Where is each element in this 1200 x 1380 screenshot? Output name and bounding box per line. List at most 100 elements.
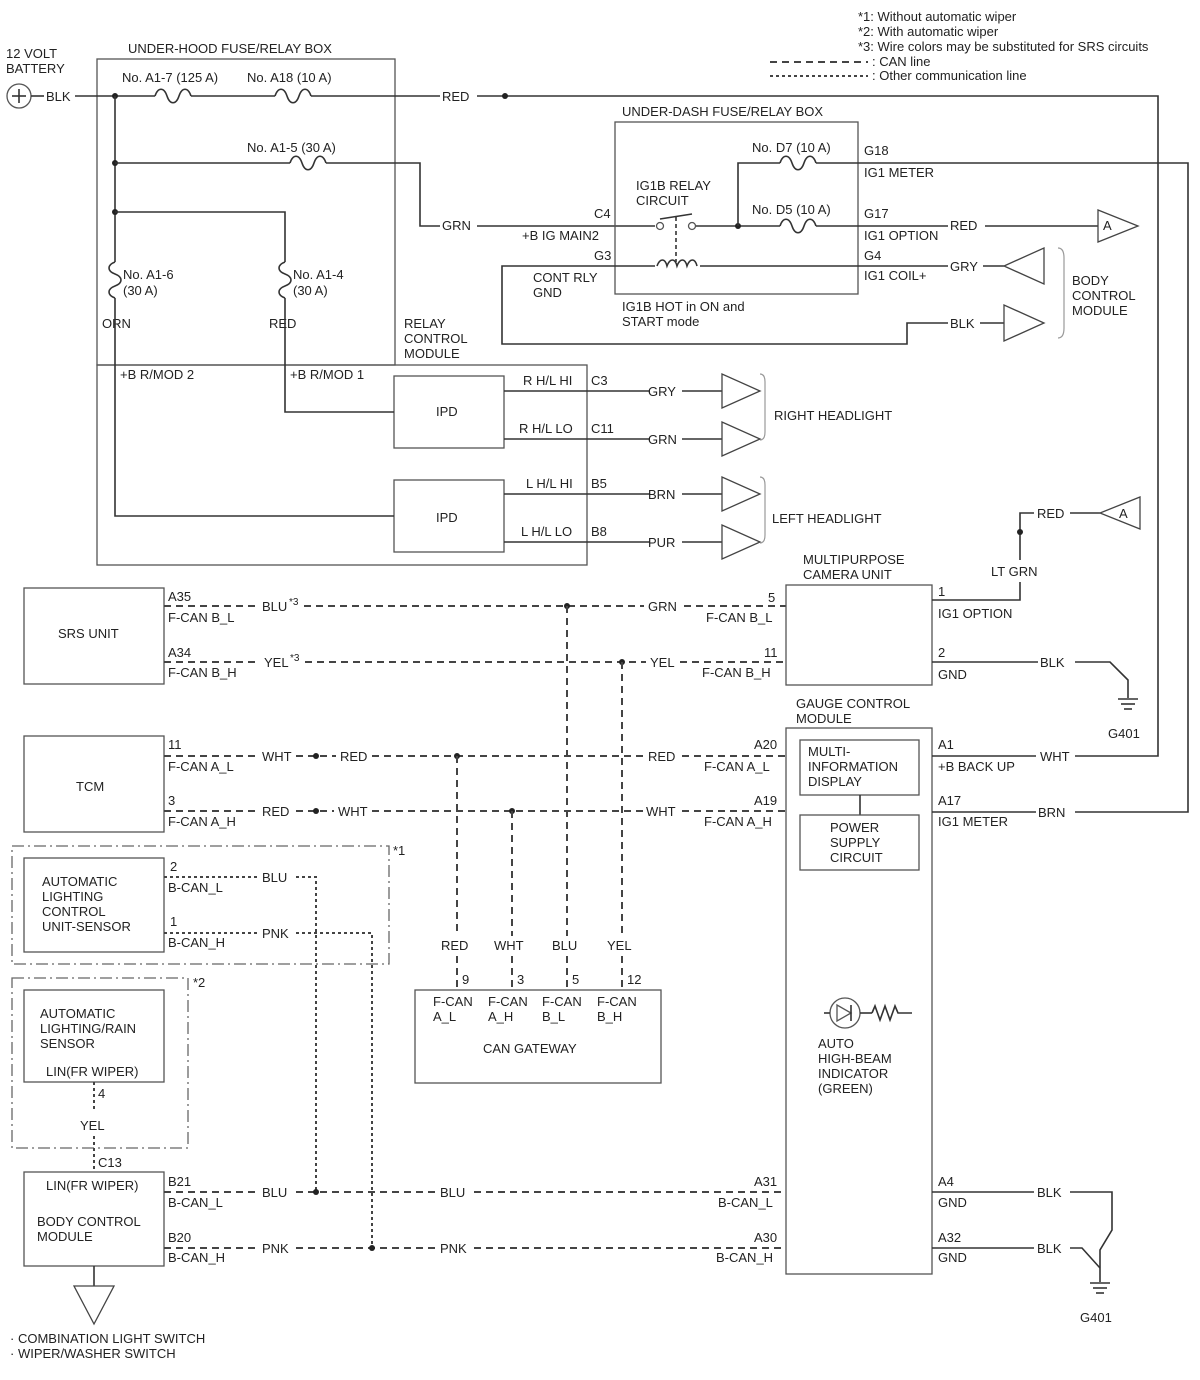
pin-c4-label: +B IG MAIN2 [522,228,599,243]
legend-note-3: *3: Wire colors may be substituted for S… [858,39,1149,54]
camera-pin-5-label: F-CAN B_L [706,610,772,625]
right-headlight-label: RIGHT HEADLIGHT [774,408,892,423]
alrs-mark: *2 [193,975,205,990]
alcu-option-outline [11,845,390,965]
pin-g3-label-2: GND [533,285,562,300]
gw-pin2-b: A_H [488,1009,513,1024]
alrs-label-2: LIGHTING/RAIN [40,1021,136,1036]
fuse-a16-label: No. A1-6 [123,267,174,282]
gauge-wire-blk-2: BLK [1037,1241,1062,1256]
bcm-wire-pnk-2: PNK [440,1241,467,1256]
junction-dot [502,93,508,99]
gw-pin-12: 12 [627,972,641,987]
rhlhi-wire-color: GRY [648,384,676,399]
gauge-pin-a19-label: F-CAN A_H [704,814,772,829]
srs-pin-a35-label: F-CAN B_L [168,610,234,625]
rcm-label-2: CONTROL [404,331,468,346]
camera-pin-2: 2 [938,645,945,660]
battery-label-1: 12 VOLT [6,46,57,61]
bcm-top-label-3: MODULE [1072,303,1128,318]
can-gateway-label: CAN GATEWAY [483,1041,577,1056]
gauge-pin-a32: A32 [938,1230,961,1245]
bcm-top-label-2: CONTROL [1072,288,1136,303]
bcm-bottom: C13 LIN(FR WIPER) BODY CONTROL MODULE B2… [23,1155,786,1326]
fuse-a17-label: No. A1-7 (125 A) [122,70,218,85]
g3-wire-blk: BLK [950,316,975,331]
gauge-pin-a1: A1 [938,737,954,752]
alcu-wire-pnk: PNK [262,926,289,941]
fuse-a18-symbol [274,88,312,104]
camera-wire-red: RED [1037,506,1064,521]
ig1-meter-wire [816,162,1189,813]
psc-label-3: CIRCUIT [830,850,883,865]
backup-feed-wire [477,95,1159,757]
fuse-a16-symbol [108,261,122,299]
rcm-bmod1: +B R/MOD 1 [290,367,364,382]
srs-wire-yel: YEL [264,655,289,670]
left-headlight-label: LEFT HEADLIGHT [772,511,882,526]
lhllo-wire-color: PUR [648,535,675,550]
footer-line-2: · WIPER/WASHER SWITCH [10,1346,176,1361]
bcm-wire-blu: BLU [262,1185,287,1200]
rcm-label-3: MODULE [404,346,460,361]
right-lo-connector-icon [721,420,762,458]
relay-note-1: IG1B HOT in ON and [622,299,745,314]
srs-wire-blu: BLU [262,599,287,614]
gw-wire-blu: BLU [552,938,577,953]
pin-c11: C11 [591,421,614,436]
gauge-pin-a20-label: F-CAN A_L [704,759,770,774]
top-wire-grn: GRN [442,218,471,233]
alcu-label-1: AUTOMATIC [42,874,117,889]
gauge-pin-a4-label: GND [938,1195,967,1210]
camera-label-2: CAMERA UNIT [803,567,892,582]
alrs-option-outline [11,977,189,1149]
camera-label-1: MULTIPURPOSE [803,552,905,567]
bcm-label-1: BODY CONTROL [37,1214,141,1229]
fcan-al-wire-red: RED [648,749,675,764]
camera-box [785,584,933,686]
tcm-label: TCM [76,779,104,794]
fuse-a16-amp: (30 A) [123,283,158,298]
camera-ig1-wire-b [1019,512,1034,560]
tcm-wire-red: RED [262,804,289,819]
gw-wire-red: RED [441,938,468,953]
footer-line-1: · COMBINATION LIGHT SWITCH [10,1331,205,1346]
switch-input-icon [72,1285,116,1326]
rcm-outline [96,364,588,566]
fuse-a14-amp: (30 A) [293,283,328,298]
alcu-sensor: *1 AUTOMATIC LIGHTING CONTROL UNIT-SENSO… [11,843,405,1248]
gauge-pin-a20: A20 [754,737,777,752]
a14-feed [115,211,286,262]
fuse-a18-label: No. A18 (10 A) [247,70,332,85]
tcm-wire-red-2: RED [340,749,367,764]
gauge-box [785,727,933,1275]
wire-orn: ORN [102,316,131,331]
psc-label-1: POWER [830,820,879,835]
underhood-title: UNDER-HOOD FUSE/RELAY BOX [128,41,332,56]
fuse-a14-label: No. A1-4 [293,267,344,282]
bcm-label-2: MODULE [37,1229,93,1244]
gauge-pin-a17-label: IG1 METER [938,814,1008,829]
tcm-wire-wht: WHT [262,749,292,764]
gauge-label-2: MODULE [796,711,852,726]
connector-a-out-icon [1097,209,1140,243]
left-hi-connector-icon [721,475,762,513]
camera-pin-2-label: GND [938,667,967,682]
fuse-d7-label: No. D7 (10 A) [752,140,831,155]
fcan-ah-wire-wht: WHT [646,804,676,819]
alcu-label-2: LIGHTING [42,889,103,904]
left-brace [759,476,766,544]
g17-wire-red: RED [950,218,977,233]
tcm-pin-3-label: F-CAN A_H [168,814,236,829]
gauge-label-1: GAUGE CONTROL [796,696,910,711]
connector-a-in-label: A [1119,506,1128,521]
fuse-a15-symbol [289,155,327,171]
gauge-wire-wht: WHT [1040,749,1070,764]
alrs-label-1: AUTOMATIC [40,1006,115,1021]
srs-unit-label: SRS UNIT [58,626,119,641]
pin-g18: G18 [864,143,889,158]
ground-g401-top: G401 [1108,726,1140,741]
fcan-bh-wire-yel: YEL [650,655,675,670]
camera-ig1-wire [932,582,1021,601]
alrs-lin-label: LIN(FR WIPER) [46,1064,138,1079]
